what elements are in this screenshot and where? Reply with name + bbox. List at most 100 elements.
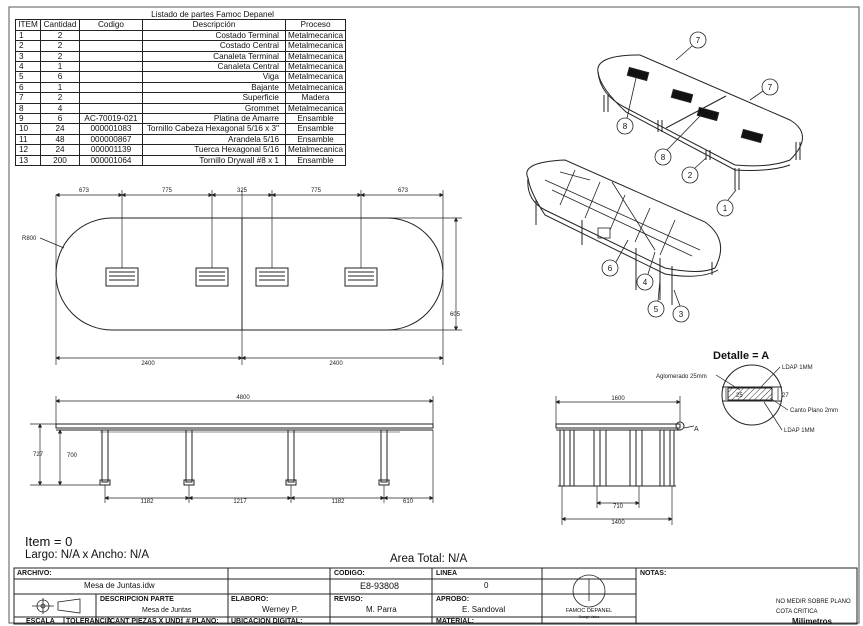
descripcion-value: Mesa de Juntas (142, 607, 192, 614)
bajante-box (597, 227, 611, 239)
part-balloons: 7 7 8 8 2 1 6 4 5 3 (601, 31, 779, 323)
grommet-icon (344, 267, 378, 287)
dim-label: 710 (613, 504, 624, 510)
grommet-icon (740, 128, 764, 144)
radius-label: R800 (22, 236, 37, 242)
grommet-icon (670, 88, 694, 104)
elaboro-value: Werney P. (262, 605, 299, 614)
grommet-icon (696, 106, 720, 122)
balloon: 5 (647, 279, 665, 318)
detail-label: Canto Plano 2mm (790, 408, 838, 414)
aprobo-label: APROBO: (436, 596, 470, 603)
bom-cell: Metalmecanica (284, 144, 347, 156)
item-label: Item = 0 (25, 534, 73, 549)
svg-text:8: 8 (661, 153, 666, 162)
codigo-label: CODIGO: (334, 570, 365, 577)
bom-cell: Ensamble (284, 113, 347, 125)
dim-label: 610 (403, 499, 414, 505)
balloon: 4 (636, 251, 656, 291)
leg (183, 429, 195, 486)
grommet-icon (626, 66, 650, 82)
dim-label: 673 (398, 188, 409, 194)
isometric-frame-view (526, 159, 722, 305)
size-label: Largo: N/A x Ancho: N/A (25, 549, 150, 561)
plano-label: # PLANO: (186, 618, 219, 625)
bom-cell: Metalmecanica (284, 102, 347, 115)
bom-cell: Metalmecanica (284, 40, 347, 52)
bill-of-materials-table: Listado de partes Famoc Depanel ITEM Can… (15, 10, 347, 167)
table-top-outline (55, 217, 444, 331)
leg (378, 429, 390, 486)
title-block (13, 567, 858, 625)
balloon: 1 (716, 189, 737, 217)
svg-text:7: 7 (768, 83, 773, 92)
codigo-value: E8-93808 (360, 581, 400, 591)
svg-text:7: 7 (696, 36, 701, 45)
bom-cell: Metalmecanica (284, 61, 347, 73)
reviso-label: REVISO: (334, 596, 363, 603)
detail-title: Detalle = A (713, 350, 769, 362)
logo-text: FAMOC DEPANEL (566, 608, 612, 614)
detail-label: 25 (736, 393, 743, 399)
leg (99, 429, 111, 486)
aprobo-value: E. Sandoval (462, 605, 506, 614)
bom-cell: Madera (284, 92, 347, 104)
grommet-icon (195, 267, 229, 287)
reviso-value: M. Parra (366, 605, 397, 614)
isometric-top-view (597, 54, 803, 190)
linea-label: LINEA (436, 570, 457, 577)
dim-label: 700 (67, 453, 78, 459)
ubicacion-label: UBICACION DIGITAL: (231, 618, 303, 625)
dim-label: 1217 (233, 499, 247, 505)
dim-label: 2400 (329, 361, 343, 367)
famoc-logo-icon (572, 574, 606, 608)
page-frame (8, 6, 860, 624)
svg-text:2: 2 (688, 171, 693, 180)
bom-cell: Metalmecanica (284, 29, 347, 42)
logo-subtext: Design Value (579, 615, 600, 619)
descripcion-label: DESCRIPCION PARTE (100, 596, 174, 603)
dim-label: 1600 (611, 396, 625, 402)
dim-label: 1182 (332, 499, 346, 505)
detail-circle (721, 364, 783, 426)
front-view (30, 396, 434, 503)
dim-label: 727 (33, 452, 44, 458)
balloon: 8 (654, 113, 703, 166)
balloon: 7 (675, 31, 707, 61)
elaboro-label: ELABORO: (231, 596, 269, 603)
side-view (555, 396, 695, 525)
escala-label: ESCALA (26, 618, 55, 625)
bom-cell: Ensamble (284, 123, 347, 135)
notas-label: NOTAS: (640, 570, 667, 577)
svg-text:4: 4 (643, 278, 648, 287)
svg-text:3: 3 (679, 310, 684, 319)
grommet-icon (255, 267, 289, 287)
svg-text:5: 5 (654, 305, 659, 314)
balloon: 6 (601, 239, 629, 277)
leg (285, 429, 297, 486)
tolerancia-label: TOLERANCIA (66, 618, 112, 625)
detail-label: LDAP 1MM (784, 428, 815, 434)
cota-note: COTA CRITICA (776, 609, 818, 615)
top-view (39, 190, 462, 365)
bom-header: Proceso (284, 19, 347, 31)
svg-text:1: 1 (723, 204, 728, 213)
balloon: 2 (681, 157, 707, 184)
dim-label: 775 (162, 188, 173, 194)
balloon: 3 (672, 289, 690, 323)
cant-label: CANT PIEZAS X UND: (110, 618, 183, 625)
balloon: 8 (616, 77, 637, 135)
dim-label: 325 (237, 188, 248, 194)
linea-value: 0 (484, 581, 489, 590)
bom-cell: Metalmecanica (284, 50, 347, 63)
section-hatch (727, 387, 773, 401)
archivo-label: ARCHIVO: (17, 570, 52, 577)
